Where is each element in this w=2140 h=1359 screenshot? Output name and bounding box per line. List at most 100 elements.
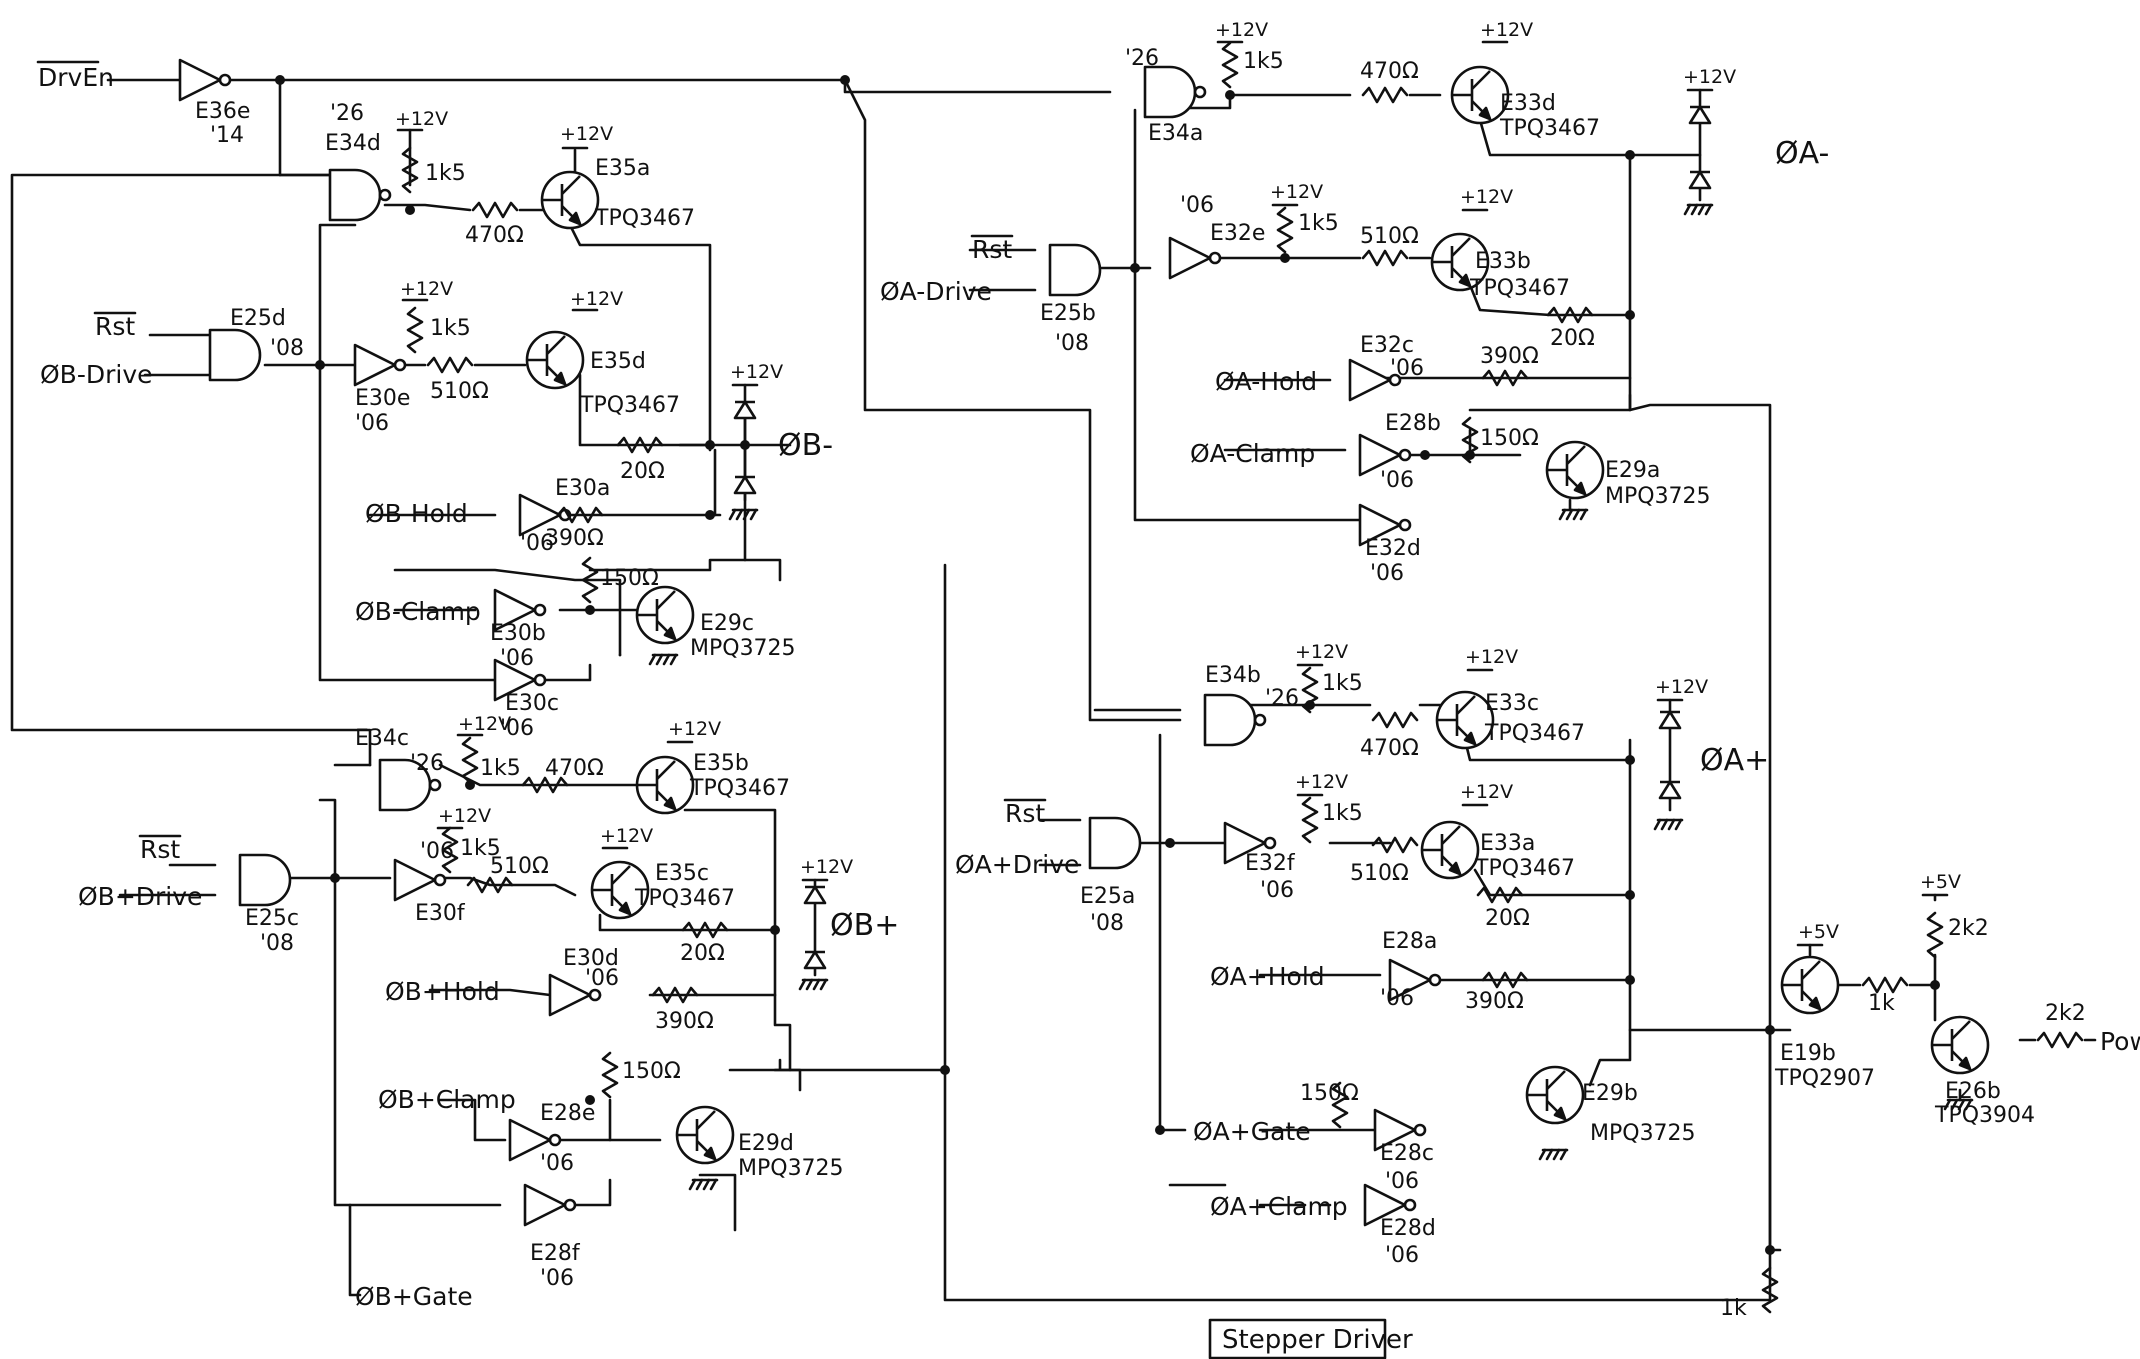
types-t06-label: '06 — [1385, 1243, 1419, 1268]
signal-rst-bp: Rst — [140, 835, 180, 864]
refs-e28d-label: E28d — [1380, 1216, 1436, 1241]
refs-e29d-label: E29d — [738, 1131, 794, 1156]
values-r20-label: 20Ω — [1485, 906, 1530, 931]
refs-e32f-label: E32f — [1245, 851, 1296, 876]
types-tpq3467-label: TPQ3467 — [634, 886, 735, 911]
types-tpq3467-label: TPQ3467 — [1484, 721, 1585, 746]
signal-bp-hold: ØB+Hold — [385, 977, 500, 1006]
rails-v5-label: +5V — [1798, 921, 1839, 943]
types-t06-label: '06 — [1390, 356, 1424, 381]
rails-v12-label: +12V — [1460, 781, 1513, 803]
types-mpq3725-label: MPQ3725 — [1605, 484, 1711, 509]
rails-v12-label: +12V — [1270, 181, 1323, 203]
refs-e33c-label: E33c — [1485, 691, 1539, 716]
refs-e34a-label: E34a — [1148, 121, 1203, 146]
types-t06-label: '06 — [355, 411, 389, 436]
types-t08-label: '08 — [1090, 911, 1124, 936]
signal-b-hold: ØB-Hold — [365, 499, 468, 528]
types-t06-label: '06 — [1370, 561, 1404, 586]
types-t06-label: '06 — [420, 839, 454, 864]
types-t26-label: '26 — [1125, 46, 1159, 71]
signal-a-plus: ØA+ — [1700, 743, 1769, 778]
wiring — [10, 76, 2097, 1302]
values-r1k5-label: 1k5 — [460, 836, 501, 861]
refs-e25d-label: E25d — [230, 306, 286, 331]
signal-powerok: PowerOK — [2100, 1027, 2140, 1056]
refs-e25c-label: E25c — [245, 906, 299, 931]
transistor-E35b — [635, 755, 695, 815]
signal-a-drive: ØA-Drive — [880, 277, 992, 306]
rails-v12-label: +12V — [458, 713, 511, 735]
types-t06-label: '06 — [585, 966, 619, 991]
signal-drven: DrvEn — [38, 63, 114, 92]
signal-bp-clamp: ØB+Clamp — [378, 1085, 516, 1114]
values-r1k5-label: 1k5 — [1322, 801, 1363, 826]
refs-e29a-label: E29a — [1605, 458, 1660, 483]
values-r150-label: 150Ω — [1480, 426, 1539, 451]
rails-v12-label: +12V — [1465, 646, 1518, 668]
signal-a-clamp: ØA-Clamp — [1190, 439, 1315, 468]
refs-e28c-label: E28c — [1380, 1141, 1434, 1166]
types-t26-label: '26 — [330, 101, 364, 126]
refs-e34b-label: E34b — [1205, 663, 1261, 688]
values-r470-label: 470Ω — [545, 756, 604, 781]
types-t06-label: '06 — [1380, 468, 1414, 493]
refs-e19b-label: E19b — [1780, 1041, 1836, 1066]
refs-e30b-label: E30b — [490, 621, 546, 646]
transistor-E35d — [525, 330, 585, 390]
grounds — [648, 203, 1974, 1191]
types-t26-label: '26 — [410, 751, 444, 776]
types-tpq3467-label: TPQ3467 — [1469, 276, 1570, 301]
nand-gate-E34d — [328, 168, 392, 222]
signal-b-clamp: ØB-Clamp — [355, 597, 481, 626]
refs-e33a-label: E33a — [1480, 831, 1535, 856]
refs-e36e-label: E36e — [195, 99, 250, 124]
rails-v12-label: +12V — [570, 288, 623, 310]
signal-ap-gate: ØA+Gate — [1193, 1117, 1311, 1146]
diodes — [733, 88, 1712, 977]
rails-v12-label: +12V — [600, 825, 653, 847]
refs-e26b-label: E26b — [1945, 1079, 2001, 1104]
values-r510-label: 510Ω — [490, 854, 549, 879]
types-t08-label: '08 — [260, 931, 294, 956]
rails-v12-label: +12V — [1460, 186, 1513, 208]
types-t06-label: '06 — [520, 531, 554, 556]
types-t06-label: '06 — [1380, 986, 1414, 1011]
nand-gate-E34b — [1203, 693, 1267, 747]
inverter-E28f — [523, 1183, 577, 1227]
types-mpq3725-label: MPQ3725 — [738, 1156, 844, 1181]
refs-e29c-label: E29c — [700, 611, 754, 636]
values-r2k2-label: 2k2 — [2045, 1001, 2086, 1026]
rails-v12-label: +12V — [560, 123, 613, 145]
refs-e34d-label: E34d — [325, 131, 381, 156]
values-r1k-label: 1k — [1720, 1296, 1747, 1321]
refs-e30a-label: E30a — [555, 476, 610, 501]
signal-ap-hold: ØA+Hold — [1210, 962, 1325, 991]
values-r1k-label: 1k — [1868, 991, 1895, 1016]
buffer-E36e — [178, 58, 232, 102]
and-gate-E25b — [1048, 243, 1102, 297]
values-r1k5-label: 1k5 — [1243, 49, 1284, 74]
refs-e33d-label: E33d — [1500, 91, 1556, 116]
values-r390-label: 390Ω — [655, 1009, 714, 1034]
types-t06-label: '06 — [500, 646, 534, 671]
types-t06-label: '06 — [540, 1151, 574, 1176]
rails-v12-label: +12V — [1683, 66, 1736, 88]
refs-e35d-label: E35d — [590, 349, 646, 374]
values-r470-label: 470Ω — [1360, 736, 1419, 761]
values-r1k5-label: 1k5 — [425, 161, 466, 186]
refs-e28f-label: E28f — [530, 1241, 581, 1266]
values-r150-label: 150Ω — [1300, 1081, 1359, 1106]
values-r510-label: 510Ω — [1360, 224, 1419, 249]
refs-e30c-label: E30c — [505, 691, 559, 716]
refs-e28a-label: E28a — [1382, 929, 1437, 954]
signal-b-plus: ØB+ — [830, 908, 899, 943]
transistor-E19b — [1780, 955, 1840, 1015]
signal-bp-gate: ØB+Gate — [355, 1282, 473, 1311]
rails-v12-label: +12V — [1295, 771, 1348, 793]
transistor-E29b — [1525, 1065, 1585, 1125]
types-t14-label: '14 — [210, 123, 244, 148]
transistor-E26b — [1930, 1015, 1990, 1075]
types-t06-label: '06 — [540, 1266, 574, 1291]
refs-e35b-label: E35b — [693, 751, 749, 776]
